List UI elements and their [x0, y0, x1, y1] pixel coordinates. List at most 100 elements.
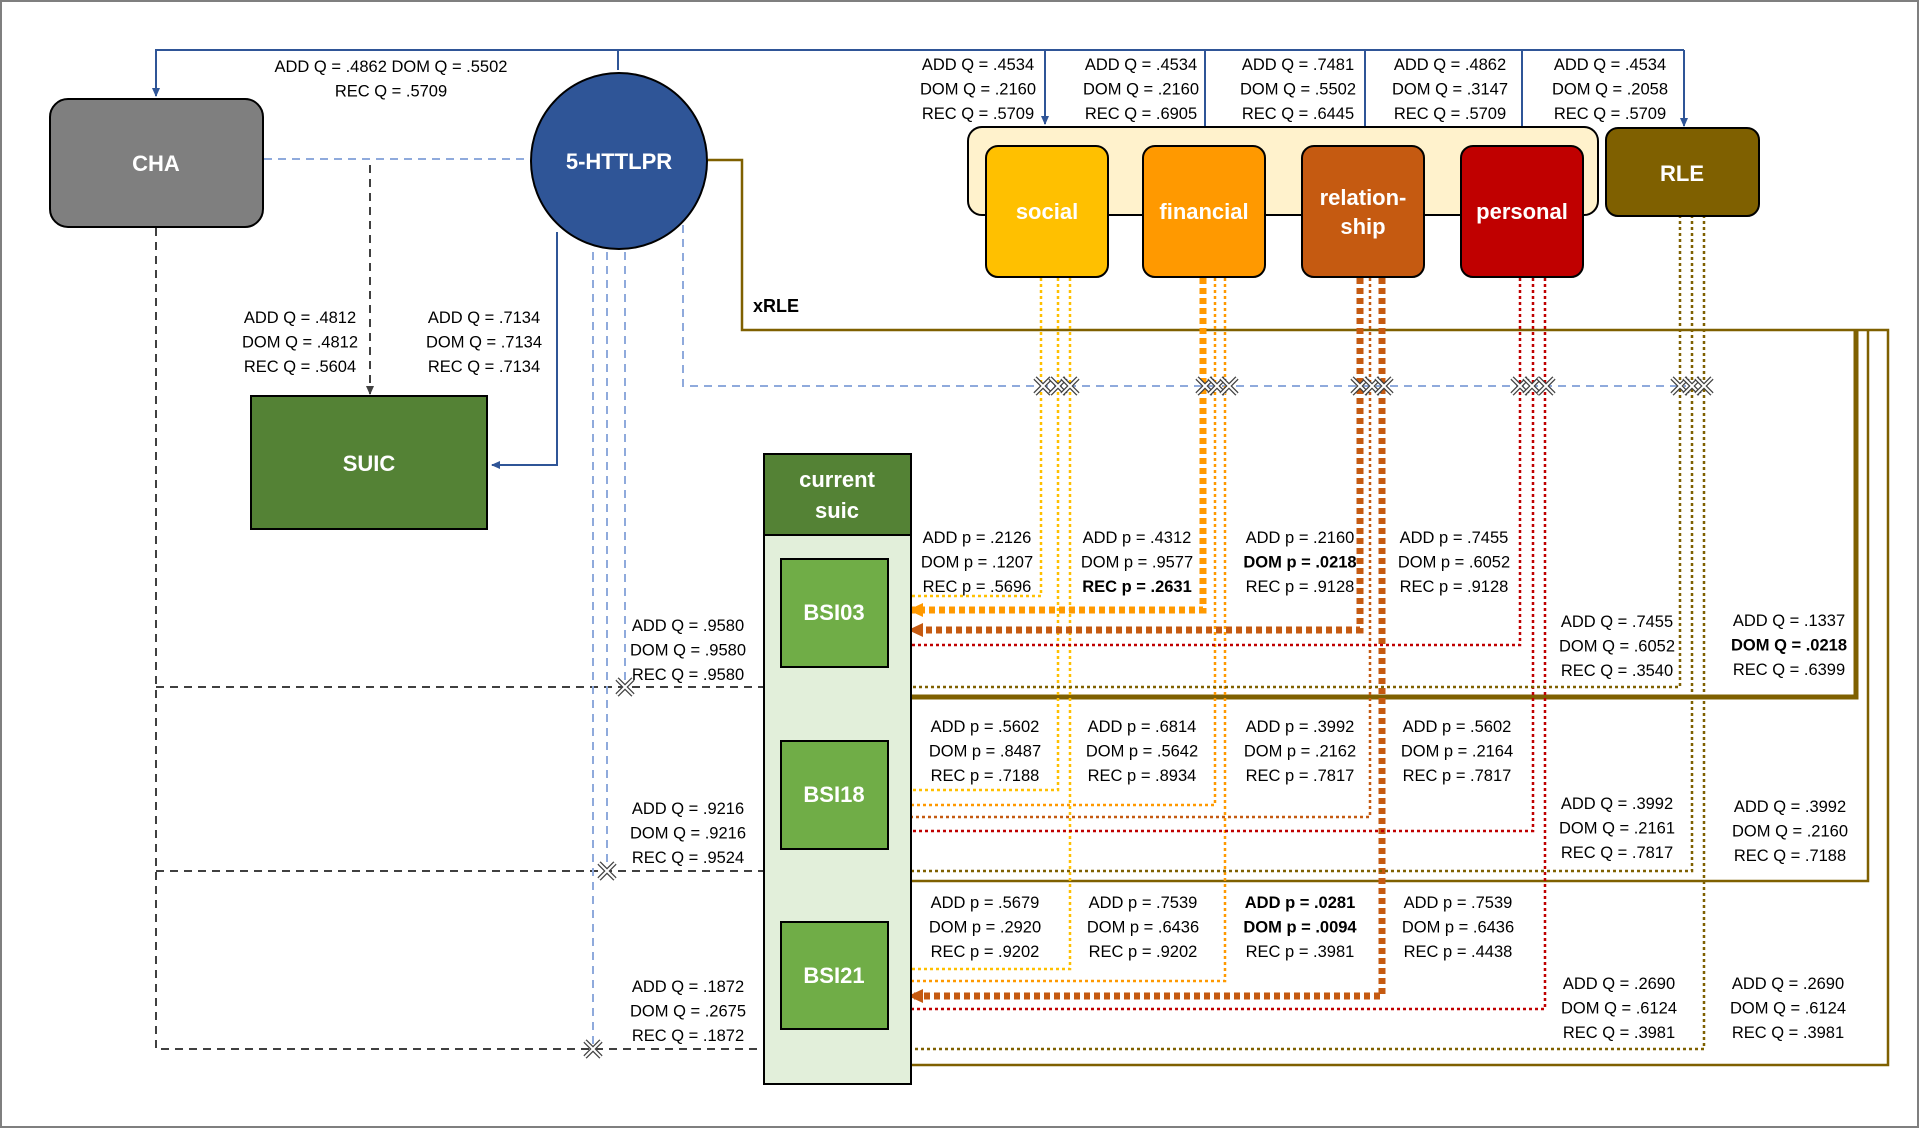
rle-panel — [967, 126, 1599, 216]
stat-line: REC Q = .5709 — [1394, 105, 1506, 123]
stat-line: DOM p = .8487 — [929, 743, 1041, 761]
xrle-label: xRLE — [753, 296, 799, 316]
financial-label: financial — [1159, 199, 1248, 224]
stat-line: DOM p = .6436 — [1402, 919, 1514, 937]
stat-line: REC Q = .5604 — [244, 358, 356, 376]
stat-line: REC Q = .9580 — [632, 666, 744, 684]
stat-line: REC p = .9128 — [1400, 578, 1509, 596]
stat-line: ADD p = .6814 — [1088, 718, 1197, 736]
stat-line: ADD p = .7539 — [1089, 894, 1198, 912]
stat-line: ADD Q = .1337 — [1733, 612, 1845, 630]
httlpr-top-links — [152, 49, 1688, 469]
stat-line: REC p = .7817 — [1246, 767, 1355, 785]
stat-line: DOM p = .0218 — [1243, 554, 1356, 572]
stat-line: DOM p = .2920 — [929, 919, 1041, 937]
suic-node: SUIC — [250, 395, 488, 530]
relationship-label-line1: relation- — [1320, 185, 1407, 210]
bsi03-label: BSI03 — [803, 600, 864, 625]
stat-line: REC Q = .3981 — [1732, 1024, 1844, 1042]
stat-line: REC Q = .7188 — [1734, 847, 1846, 865]
stat-line: ADD p = .5602 — [931, 718, 1040, 736]
stat-line: REC Q = .3981 — [1563, 1024, 1675, 1042]
stat-line: DOM Q = .2675 — [630, 1003, 746, 1021]
relationship-label-line2: ship — [1340, 214, 1385, 239]
stat-line: DOM Q = .7134 — [426, 334, 542, 352]
stat-line: REC Q = .5709 — [1554, 105, 1666, 123]
bsi18-label: BSI18 — [803, 782, 864, 807]
stat-line: REC Q = .6905 — [1085, 105, 1197, 123]
stat-line: DOM Q = .2058 — [1552, 81, 1668, 99]
stat-line: DOM p = .9577 — [1081, 554, 1193, 572]
stat-line: DOM Q = .5502 — [1240, 81, 1356, 99]
stat-line: REC p = .7817 — [1403, 767, 1512, 785]
suic-label: SUIC — [343, 451, 396, 476]
relationship-node: relation- ship — [1301, 145, 1425, 278]
stat-line: DOM Q = .6124 — [1730, 1000, 1846, 1018]
stat-line: ADD Q = .4534 — [1554, 56, 1666, 74]
httlpr-label: 5-HTTLPR — [566, 149, 672, 174]
current-suic-label-line1: current — [799, 467, 875, 492]
relationship-links — [903, 278, 1386, 1003]
stat-line: REC p = .7188 — [931, 767, 1040, 785]
stat-line: DOM Q = .2161 — [1559, 820, 1675, 838]
stat-line: DOM p = .6436 — [1087, 919, 1199, 937]
stat-line: REC Q = .1872 — [632, 1027, 744, 1045]
stat-line: REC p = .2631 — [1082, 578, 1192, 596]
stat-line: ADD Q = .9580 — [632, 617, 744, 635]
stat-line: REC Q = .7134 — [428, 358, 540, 376]
bsi18-node: BSI18 — [780, 740, 889, 850]
stat-line: REC Q = .6399 — [1733, 661, 1845, 679]
rle-label: RLE — [1660, 161, 1704, 186]
stat-line: DOM p = .5642 — [1086, 743, 1198, 761]
stat-line: REC Q = .7817 — [1561, 844, 1673, 862]
httlpr-node: 5-HTTLPR — [530, 72, 708, 250]
stat-line: ADD p = .0281 — [1245, 894, 1356, 912]
stat-line: ADD Q = .4862 DOM Q = .5502 — [275, 58, 508, 76]
httlpr-dashed-links — [264, 158, 1686, 1049]
stat-line: REC Q = .9524 — [632, 849, 744, 867]
stat-line: REC Q = .6445 — [1242, 105, 1354, 123]
personal-links — [903, 278, 1547, 1013]
stat-line: ADD Q = .7455 — [1561, 613, 1673, 631]
stat-line: ADD Q = .7134 — [428, 309, 540, 327]
stat-line: REC Q = .5709 — [335, 83, 447, 101]
personal-label: personal — [1476, 199, 1568, 224]
stat-line: ADD p = .5679 — [931, 894, 1040, 912]
stat-line: DOM p = .1207 — [921, 554, 1033, 572]
stat-line: REC p = .4438 — [1404, 943, 1513, 961]
cha-links — [155, 158, 847, 1050]
stat-line: ADD p = .2126 — [923, 529, 1032, 547]
stat-line: DOM p = .2164 — [1401, 743, 1513, 761]
stat-line: ADD Q = .1872 — [632, 978, 744, 996]
financial-node: financial — [1142, 145, 1266, 278]
social-links — [903, 278, 1072, 973]
stat-line: ADD Q = .4862 — [1394, 56, 1506, 74]
stat-line: ADD Q = .3992 — [1734, 798, 1846, 816]
stat-line: ADD Q = .4534 — [922, 56, 1034, 74]
stat-line: DOM Q = .3147 — [1392, 81, 1508, 99]
stat-line: REC p = .3981 — [1246, 943, 1355, 961]
personal-node: personal — [1460, 145, 1584, 278]
stat-line: ADD Q = .3992 — [1561, 795, 1673, 813]
cha-label: CHA — [132, 151, 180, 176]
